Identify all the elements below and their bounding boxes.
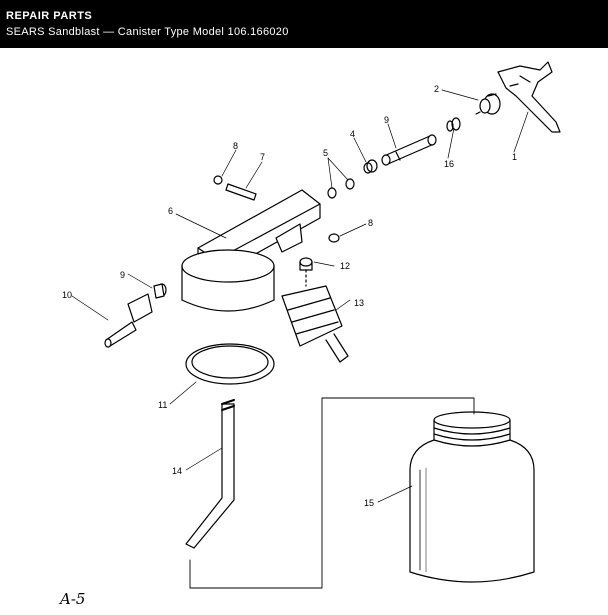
callout-16: 16 — [444, 159, 454, 169]
callout-8-right: 8 — [368, 218, 373, 228]
part-nut-4 — [363, 159, 378, 174]
part-nozzle — [475, 93, 501, 115]
connector-line — [189, 397, 475, 589]
page-mark: A-5 — [60, 590, 86, 608]
part-oring-8 — [213, 175, 340, 243]
part-gasket-11 — [185, 343, 275, 385]
callout-9-lower: 9 — [120, 270, 125, 280]
part-fitting-12 — [299, 257, 313, 287]
part-lid-drum — [181, 249, 275, 312]
callout-12: 12 — [340, 261, 350, 271]
part-pin-7 — [225, 183, 257, 201]
callout-5: 5 — [323, 148, 328, 158]
callout-8-top: 8 — [233, 141, 238, 151]
part-canister-15 — [409, 411, 535, 583]
callout-15: 15 — [364, 498, 374, 508]
page-subtitle: SEARS Sandblast — Canister Type Model 10… — [6, 26, 289, 38]
part-tube-14 — [185, 399, 235, 549]
part-intake-13 — [281, 285, 349, 363]
callout-13: 13 — [354, 298, 364, 308]
leader-lines — [71, 89, 529, 503]
part-rings-5 — [327, 178, 355, 199]
part-handle — [497, 61, 561, 133]
part-tube-9-upper — [381, 134, 437, 166]
callout-11: 11 — [158, 400, 167, 410]
callout-9-upper: 9 — [384, 115, 389, 125]
callout-7: 7 — [260, 152, 265, 162]
callout-1: 1 — [512, 152, 517, 162]
part-inlet-10 — [104, 293, 153, 348]
callout-14: 14 — [172, 466, 182, 476]
page-title: REPAIR PARTS — [6, 10, 93, 22]
callout-6: 6 — [168, 206, 173, 216]
part-washer-16 — [446, 117, 461, 132]
callout-2: 2 — [434, 84, 439, 94]
callout-4: 4 — [350, 129, 355, 139]
callout-10: 10 — [62, 290, 72, 300]
header-bar: REPAIR PARTS SEARS Sandblast — Canister … — [0, 0, 608, 48]
part-nipple-9 — [153, 283, 167, 299]
